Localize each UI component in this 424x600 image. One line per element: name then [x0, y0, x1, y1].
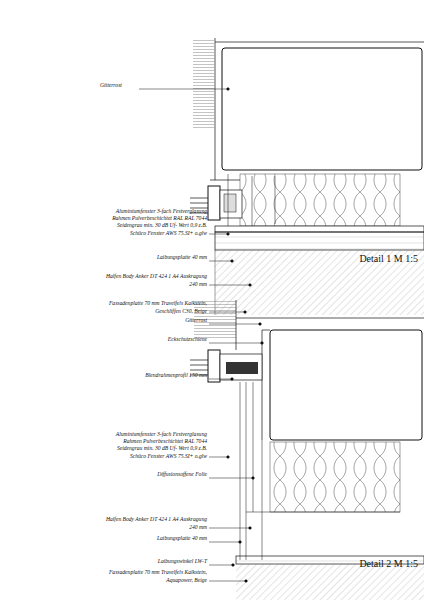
callout-label: Fassadenplatte 70 mm Travelfels Kalkstei…	[84, 569, 207, 584]
callout-label: Diffusionsoffene Folie	[104, 471, 207, 478]
detail-title: Detail 2 M 1:5	[300, 557, 418, 570]
callout-label: Eckschutzschiene	[104, 336, 207, 343]
leader-lines	[139, 88, 263, 583]
callout-label: Blendrahmenprofil 150 mm	[104, 372, 207, 379]
callout-label: Halfen Body Anker DT 424 1 A4 Auskragung…	[104, 516, 207, 531]
detail-2-drawing	[190, 300, 424, 600]
callout-label: Laibungsplatte 40 mm	[104, 254, 207, 261]
callout-label: Laibungswinkel LW-T	[104, 558, 207, 565]
callout-label: Aluminiumfenster 3-fach Festverglasung R…	[104, 208, 207, 237]
callout-label: Laibungsplatte 40 mm	[104, 535, 207, 542]
detail-1-drawing	[190, 38, 424, 315]
callout-label: Gitterrost	[104, 317, 207, 324]
callout-label: Gitterrost	[100, 82, 136, 89]
callout-label: Aluminiumfenster 3-fach Festverglasung R…	[104, 431, 207, 460]
detail-title: Detail 1 M 1:5	[300, 252, 418, 265]
callout-label: Fassadenplatte 70 mm Travelfels Kalkstei…	[84, 300, 207, 315]
callout-label: Halfen Body Anker DT 424 1 A4 Auskragung…	[104, 273, 207, 288]
